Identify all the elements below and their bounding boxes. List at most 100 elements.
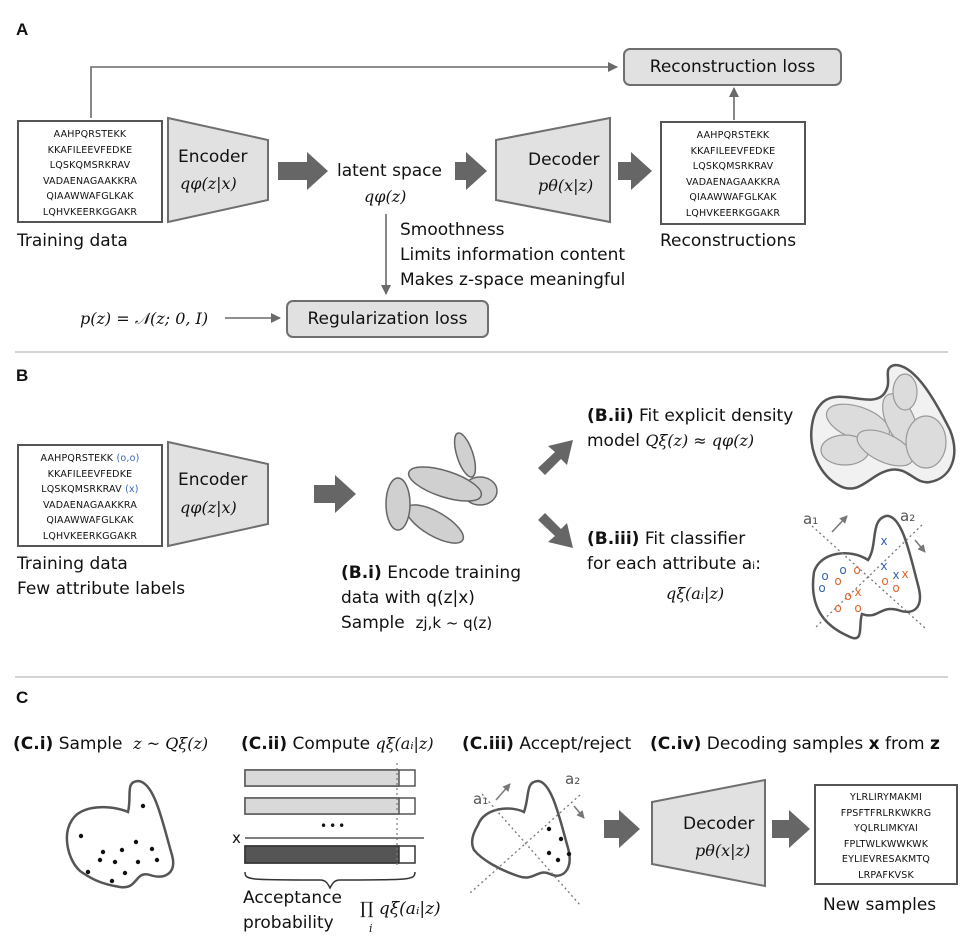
latent-math: qφ(z) — [364, 187, 407, 206]
sequence: AAHPQRSTEKK — [696, 130, 770, 141]
ellipsis: ••• — [320, 819, 348, 833]
sequence: VADAENAGAAKKRA — [42, 175, 138, 187]
ciii-heading: (C.iii) Accept/reject — [462, 734, 632, 754]
training-data-box-a: AAHPQRSTEKK KKAFILEEVFEDKE LQSKQMSRKRAV … — [17, 120, 163, 223]
cii-heading: (C.ii) Compute qξ(aᵢ|z) — [241, 734, 434, 754]
sequence: LQHVKEERKGGAKR — [42, 530, 138, 542]
sequence-list: AAHPQRSTEKK KKAFILEEVFEDKE LQSKQMSRKRAV … — [662, 123, 804, 221]
block-arrow-encoder-latent-b — [314, 475, 356, 513]
block-arrow-encoder-latent — [278, 152, 328, 190]
attribute-labels-label: Few attribute labels — [17, 579, 186, 599]
svg-text:o: o — [834, 574, 841, 588]
reconstructions-label: Reconstructions — [660, 231, 797, 251]
section-label-a: A — [16, 20, 29, 39]
svg-text:o: o — [839, 563, 846, 577]
encoder-trapezoid-b — [167, 440, 269, 548]
sample-x-mark: x — [232, 829, 241, 847]
bi-line2: data with q(z|x) — [341, 588, 475, 608]
axis-a2-label: a₂ — [900, 507, 916, 525]
decoder-trapezoid-a — [495, 116, 611, 224]
latent-space-label: latent space — [337, 161, 442, 181]
note-smoothness: Smoothness — [400, 220, 505, 240]
encoder-math-b: qφ(z|x) — [180, 498, 237, 517]
svg-text:o: o — [821, 569, 828, 583]
bi-line3: Sample zj,k ~ q(z) — [341, 613, 493, 633]
arrow-training-to-recon-loss — [90, 62, 618, 118]
probability-label: probability — [243, 913, 334, 933]
attribute-tag: (o,o) — [116, 453, 140, 464]
svg-text:o: o — [834, 601, 841, 615]
encoder-label: Encoder — [178, 147, 248, 167]
sequence: QIAAWWAFGLKAK — [46, 191, 134, 202]
axis-a1-label-c: a₁ — [473, 790, 489, 808]
sequence: AAHPQRSTEKK — [53, 129, 127, 140]
block-arrow-latent-decoder — [455, 152, 487, 190]
sequence: QIAAWWAFGLKAK — [689, 192, 777, 203]
sequence: LQSKQMSRKRAV — [692, 161, 774, 172]
decoder-math-c: pθ(x|z) — [695, 841, 751, 860]
sequence: YLRLIRYMAKMI — [850, 792, 922, 803]
sequence: AAHPQRSTEKK (o,o) — [40, 453, 140, 464]
block-arrow-decoder-recon — [618, 152, 652, 190]
bii-line2: model Qξ(z) ≈ qφ(z) — [587, 431, 755, 451]
sequence: LQHVKEERKGGAKR — [685, 207, 781, 219]
sequence-list: AAHPQRSTEKK (o,o) KKAFILEEVFEDKE LQSKQMS… — [19, 446, 161, 544]
svg-text:o: o — [818, 581, 825, 595]
axis-a1-label: a₁ — [803, 510, 819, 528]
regularization-loss-box: Regularization loss — [286, 300, 489, 338]
training-data-label-b: Training data — [17, 554, 128, 574]
sequence: FPLTWLKWWKWK — [843, 838, 929, 850]
svg-text:o: o — [854, 601, 861, 615]
sequence: QIAAWWAFGLKAK — [46, 515, 134, 526]
section-label-b: B — [16, 366, 29, 385]
section-label-c: C — [16, 688, 29, 707]
biii-line1: (B.iii) Fit classifier — [587, 529, 746, 549]
svg-text:o: o — [844, 589, 851, 603]
block-arrow-to-decoder-c — [604, 810, 640, 848]
sequence-list: AAHPQRSTEKK KKAFILEEVFEDKE LQSKQMSRKRAV … — [19, 122, 161, 220]
svg-text:o: o — [881, 574, 888, 588]
acceptance-label: Acceptance — [243, 888, 342, 908]
decoder-label-c: Decoder — [683, 814, 755, 834]
encoder-label-b: Encoder — [178, 470, 248, 490]
svg-text:o: o — [892, 581, 899, 595]
note-meaningful: Makes z-space meaningful — [400, 270, 626, 290]
training-data-label: Training data — [17, 231, 128, 251]
sequence: LQSKQMSRKRAV (x) — [41, 484, 139, 495]
ci-heading: (C.i) Sample z ~ Qξ(z) — [13, 734, 209, 754]
block-arrow-to-density — [538, 440, 573, 475]
density-blob — [809, 363, 956, 490]
product-index: i — [369, 922, 373, 935]
prior-math: p(z) = 𝒩(z; 0, I) — [80, 309, 209, 328]
sequence: EYLIEVRESAKMTQ — [841, 854, 931, 865]
svg-text:x: x — [880, 559, 887, 573]
svg-text:x: x — [854, 585, 861, 599]
biii-line2: for each attribute aᵢ: — [587, 554, 761, 574]
sequence: VADAENAGAAKKRA — [685, 176, 781, 188]
sample-blob — [65, 779, 175, 889]
classifier-blob — [811, 514, 926, 640]
sequence: FPSFTFRLRKWKRG — [840, 807, 932, 819]
classifier-points: o o o o o o o o x o o x x x x — [818, 534, 908, 615]
product-math: ∏ qξ(aᵢ|z) — [360, 899, 441, 919]
sequence: KKAFILEEVFEDKE — [47, 468, 133, 480]
sequence: KKAFILEEVFEDKE — [690, 145, 776, 157]
encoder-trapezoid-a — [167, 116, 269, 224]
bii-line1: (B.ii) Fit explicit density — [587, 406, 794, 426]
decoder-math: pθ(x|z) — [538, 176, 594, 195]
latent-ellipses — [385, 432, 498, 544]
svg-text:x: x — [901, 567, 908, 581]
svg-text:x: x — [892, 568, 899, 582]
civ-heading: (C.iv) Decoding samples x from z — [650, 734, 940, 754]
sequence: LQHVKEERKGGAKR — [42, 206, 138, 218]
axis-a2-label-c: a₂ — [565, 770, 581, 788]
sequence: LRPAFKVSK — [858, 869, 914, 881]
sequence: KKAFILEEVFEDKE — [47, 144, 133, 156]
biii-math: qξ(aᵢ|z) — [666, 584, 725, 603]
decoder-label: Decoder — [528, 150, 600, 170]
sequence: LQSKQMSRKRAV — [49, 160, 131, 171]
note-information: Limits information content — [400, 245, 626, 265]
block-arrow-to-classifier — [538, 513, 573, 548]
block-arrow-to-samples — [772, 810, 810, 848]
